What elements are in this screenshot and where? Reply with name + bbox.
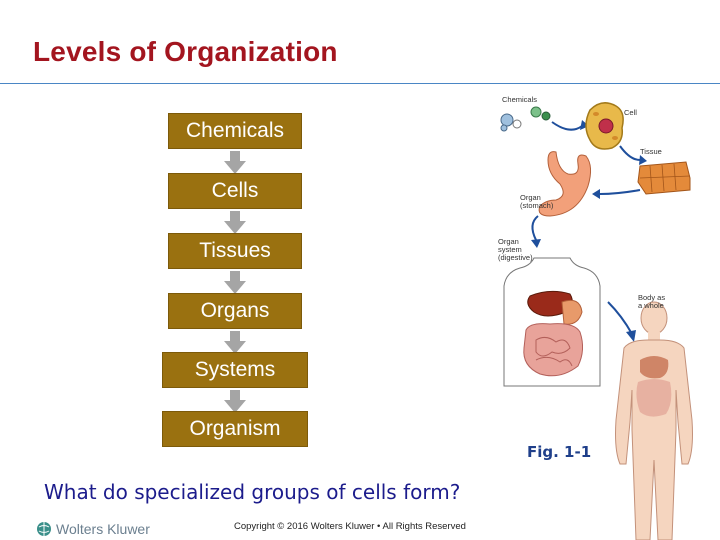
label-tissue: Tissue [640, 147, 662, 156]
human-body-icon [615, 301, 693, 540]
label-cell: Cell [624, 108, 637, 117]
label-organ-line-2: (stomach) [520, 201, 554, 210]
label-system-line-3: (digestive) [498, 253, 533, 262]
logo-text: Wolters Kluwer [56, 521, 150, 537]
label-chemicals: Chemicals [502, 95, 538, 104]
globe-logo-icon [37, 522, 51, 536]
level-box-tissues: Tissues [168, 233, 302, 269]
label-body: Body as a whole [638, 294, 665, 310]
slide-title: Levels of Organization [33, 36, 338, 67]
stomach-icon [538, 151, 592, 217]
publisher-logo: Wolters Kluwer [36, 519, 150, 539]
level-box-organism: Organism [162, 411, 308, 447]
down-arrow-icon [224, 390, 246, 413]
figure-reference: Fig. 1-1 [527, 443, 592, 461]
title-divider [0, 83, 720, 84]
organization-figure [500, 102, 693, 540]
level-box-cells: Cells [168, 173, 302, 209]
down-arrow-icon [224, 271, 246, 294]
down-arrow-icon [224, 331, 246, 354]
label-body-line-2: a whole [638, 301, 664, 310]
digestive-system-icon [503, 257, 601, 387]
copyright-text: Copyright © 2016 Wolters Kluwer • All Ri… [234, 521, 466, 532]
molecule-icon [500, 106, 551, 132]
level-box-chemicals: Chemicals [168, 113, 302, 149]
question-text: What do specialized groups of cells form… [44, 480, 461, 504]
cell-icon [585, 102, 624, 150]
level-box-systems: Systems [162, 352, 308, 388]
label-organ-system: Organ system (digestive) [498, 238, 533, 262]
label-system-line-1: Organ [498, 237, 519, 246]
label-body-line-1: Body as [638, 293, 666, 302]
level-box-organs: Organs [168, 293, 302, 329]
down-arrow-icon [224, 211, 246, 234]
organization-illustration: Chemicals Cell Tissue Organ (stomach) Or… [490, 90, 720, 540]
label-system-line-2: system [498, 245, 522, 254]
label-organ-line-1: Organ [520, 193, 541, 202]
tissue-icon [637, 161, 691, 195]
down-arrow-icon [224, 151, 246, 174]
label-organ: Organ (stomach) [520, 194, 553, 210]
